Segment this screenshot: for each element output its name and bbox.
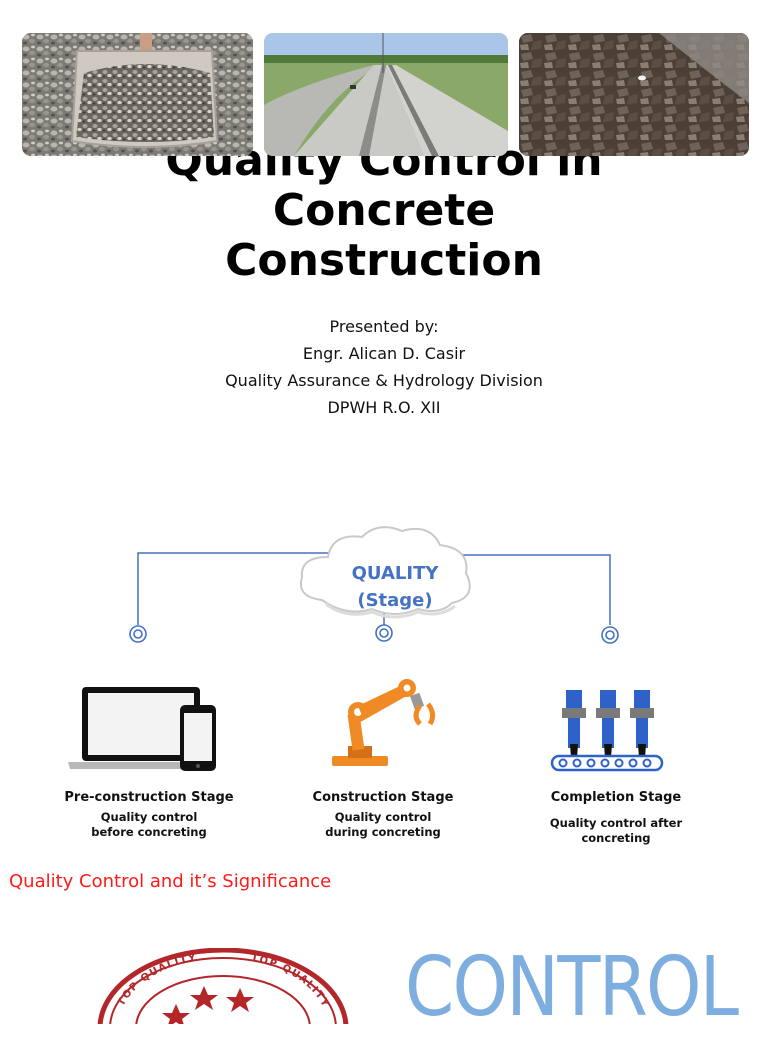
title-line-3: Construction xyxy=(225,235,543,286)
presenter-division: Quality Assurance & Hydrology Division xyxy=(225,371,543,390)
stamp-stars xyxy=(162,986,254,1024)
presenter-label: Presented by: xyxy=(329,317,439,336)
stage-description: Quality control during concreting xyxy=(325,810,441,839)
highway-photo-overlay xyxy=(264,33,508,156)
conveyor-bottles-icon xyxy=(550,690,664,772)
stage-node-1 xyxy=(129,625,147,643)
control-word-art: CONTROL xyxy=(405,940,739,1035)
gravel-shovel-photo-overlay xyxy=(22,33,253,156)
top-quality-stamp-icon: TOP QUALITY TOP QUALITY xyxy=(97,948,349,1024)
cloud-label-line-1: QUALITY xyxy=(351,563,439,584)
stage-node-3 xyxy=(601,626,619,644)
stage-description: Quality control after concreting xyxy=(549,816,683,845)
cloud-shape xyxy=(300,526,471,619)
section-heading: Quality Control and it’s Significance xyxy=(9,871,332,892)
stage-name: Construction Stage xyxy=(312,790,454,805)
page-title: Quality Control in Concrete Construction xyxy=(0,136,768,286)
laptop-phone-icon xyxy=(68,687,216,771)
title-line-2: Concrete xyxy=(272,185,496,236)
crushed-rock-photo-overlay xyxy=(519,33,749,156)
cloud-label: QUALITY (Stage) xyxy=(330,560,460,614)
presenter-info: Presented by: Engr. Alican D. Casir Qual… xyxy=(0,313,768,421)
stage-nodes xyxy=(129,624,619,644)
presenter-office: DPWH R.O. XII xyxy=(327,398,441,417)
quality-stage-diagram xyxy=(129,526,619,644)
stage-pre-construction: Pre-construction Stage Quality control b… xyxy=(49,789,249,840)
cloud-label-line-2: (Stage) xyxy=(357,590,433,611)
stage-completion: Completion Stage Quality control after c… xyxy=(516,789,716,846)
robot-arm-icon xyxy=(332,679,436,766)
stage-name: Pre-construction Stage xyxy=(64,790,234,805)
stage-construction: Construction Stage Quality control durin… xyxy=(283,789,483,840)
stage-name: Completion Stage xyxy=(550,790,682,805)
stage-description: Quality control before concreting xyxy=(91,810,207,839)
presenter-name: Engr. Alican D. Casir xyxy=(302,344,466,363)
stage-node-2 xyxy=(375,624,393,642)
